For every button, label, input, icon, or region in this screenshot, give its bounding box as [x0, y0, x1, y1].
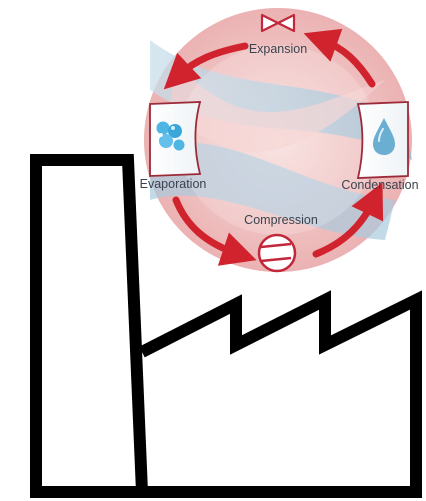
- condensation-icon: [356, 101, 409, 179]
- cool-band-lower: [150, 142, 395, 240]
- condensation-label: Condensation: [341, 178, 418, 192]
- cycle-inner-glow: [178, 45, 378, 235]
- cycle-arrow-icon: [303, 28, 376, 88]
- cycle-arrow-icon: [172, 196, 257, 266]
- compression-label: Compression: [244, 213, 318, 227]
- evaporation-icon: [149, 101, 202, 177]
- compressor-icon: [257, 233, 297, 273]
- factory-roof: [36, 290, 422, 498]
- cycle-arrow-icon: [163, 42, 249, 90]
- expansion-valve-icon: [260, 13, 296, 33]
- cool-band-upper: [150, 40, 412, 160]
- heat-pump-cycle: Expansion Evaporation Condensation Compr…: [140, 8, 419, 273]
- factory-icon: [30, 154, 422, 498]
- warm-band-highlight: [170, 60, 385, 152]
- evaporation-label: Evaporation: [140, 177, 207, 191]
- cycle-arrow-icon: [312, 182, 384, 258]
- expansion-label: Expansion: [249, 42, 307, 56]
